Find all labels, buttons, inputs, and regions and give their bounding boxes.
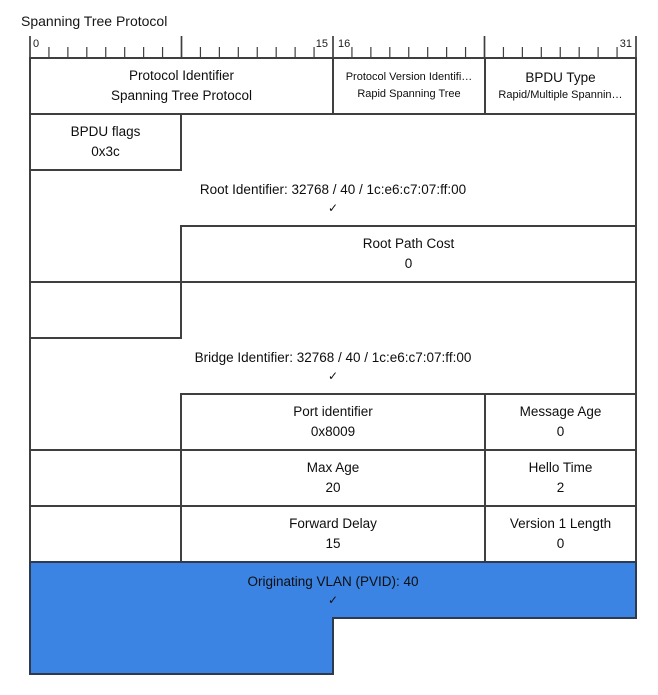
field-label: Hello Time: [528, 460, 593, 476]
field-max-age[interactable]: Max Age 20: [181, 450, 485, 506]
field-label: Root Identifier: 32768 / 40 / 1c:e6:c7:0…: [199, 182, 467, 198]
diagram-title: Spanning Tree Protocol: [21, 13, 168, 29]
ruler-label-bit16: 16: [338, 38, 351, 50]
field-value: 20: [325, 479, 341, 495]
field-label: BPDU flags: [70, 124, 141, 140]
field-value: 0: [556, 423, 565, 439]
field-value: Rapid Spanning Tree: [357, 87, 461, 100]
field-shape-message-age-tail[interactable]: [29, 449, 182, 507]
field-shape-root-path-cost-tail[interactable]: [29, 281, 182, 339]
field-shape-bpdu-flags[interactable]: [29, 113, 182, 171]
field-label: Bridge Identifier: 32768 / 40 / 1c:e6:c7…: [194, 350, 472, 366]
field-originating-vlan[interactable]: Originating VLAN (PVID): 40 ✓: [30, 562, 636, 618]
field-label: Version 1 Length: [509, 516, 612, 532]
field-value: 2: [556, 479, 565, 495]
field-label: Protocol Identifier: [128, 68, 235, 84]
field-label: Protocol Version Identifi…: [345, 71, 473, 84]
field-shape-hello-time-tail[interactable]: [29, 505, 182, 563]
field-label: Forward Delay: [289, 516, 377, 532]
field-bpdu-type[interactable]: BPDU Type Rapid/Multiple Spannin…: [485, 58, 636, 114]
field-label: Originating VLAN (PVID): 40: [247, 574, 419, 590]
ruler-label-bit0: 0: [33, 38, 40, 50]
ruler-label-bit31: 31: [619, 38, 632, 50]
field-value: 15: [325, 535, 341, 551]
field-shape-root-path-cost[interactable]: [180, 225, 637, 283]
field-protocol-version-identifier[interactable]: Protocol Version Identifi… Rapid Spannin…: [333, 58, 485, 114]
checkmark-icon: ✓: [327, 200, 339, 215]
field-version-1-length[interactable]: Version 1 Length 0: [485, 506, 636, 562]
field-protocol-identifier[interactable]: Protocol Identifier Spanning Tree Protoc…: [30, 58, 333, 114]
field-hello-time[interactable]: Hello Time 2: [485, 450, 636, 506]
field-port-identifier[interactable]: Port identifier 0x8009: [181, 394, 485, 450]
field-value: Rapid/Multiple Spannin…: [498, 89, 623, 101]
field-label: Max Age: [306, 460, 360, 476]
field-label: BPDU Type: [525, 69, 596, 85]
field-label: Port identifier: [293, 404, 373, 420]
checkmark-icon: ✓: [327, 368, 339, 383]
field-forward-delay[interactable]: Forward Delay 15: [181, 506, 485, 562]
field-value: Spanning Tree Protocol: [110, 87, 253, 103]
field-root-identifier[interactable]: Root Identifier: 32768 / 40 / 1c:e6:c7:0…: [30, 170, 636, 226]
field-value: 0: [556, 535, 565, 551]
ruler-label-bit15: 15: [315, 38, 328, 50]
field-label: Root Path Cost: [362, 236, 455, 252]
checkmark-icon: ✓: [327, 592, 339, 607]
field-message-age[interactable]: Message Age 0: [485, 394, 636, 450]
field-bpdu-flags[interactable]: BPDU flags 0x3c: [30, 114, 181, 170]
field-bridge-identifier[interactable]: Bridge Identifier: 32768 / 40 / 1c:e6:c7…: [30, 338, 636, 394]
field-value: 0x3c: [91, 143, 120, 159]
field-root-path-cost[interactable]: Root Path Cost 0: [181, 226, 636, 282]
field-value: 0: [404, 255, 413, 271]
field-value: 0x8009: [310, 423, 356, 439]
ruler-ticks: [29, 36, 637, 58]
field-shape-originating-vlan[interactable]: [29, 561, 637, 675]
field-label: Message Age: [519, 404, 602, 420]
